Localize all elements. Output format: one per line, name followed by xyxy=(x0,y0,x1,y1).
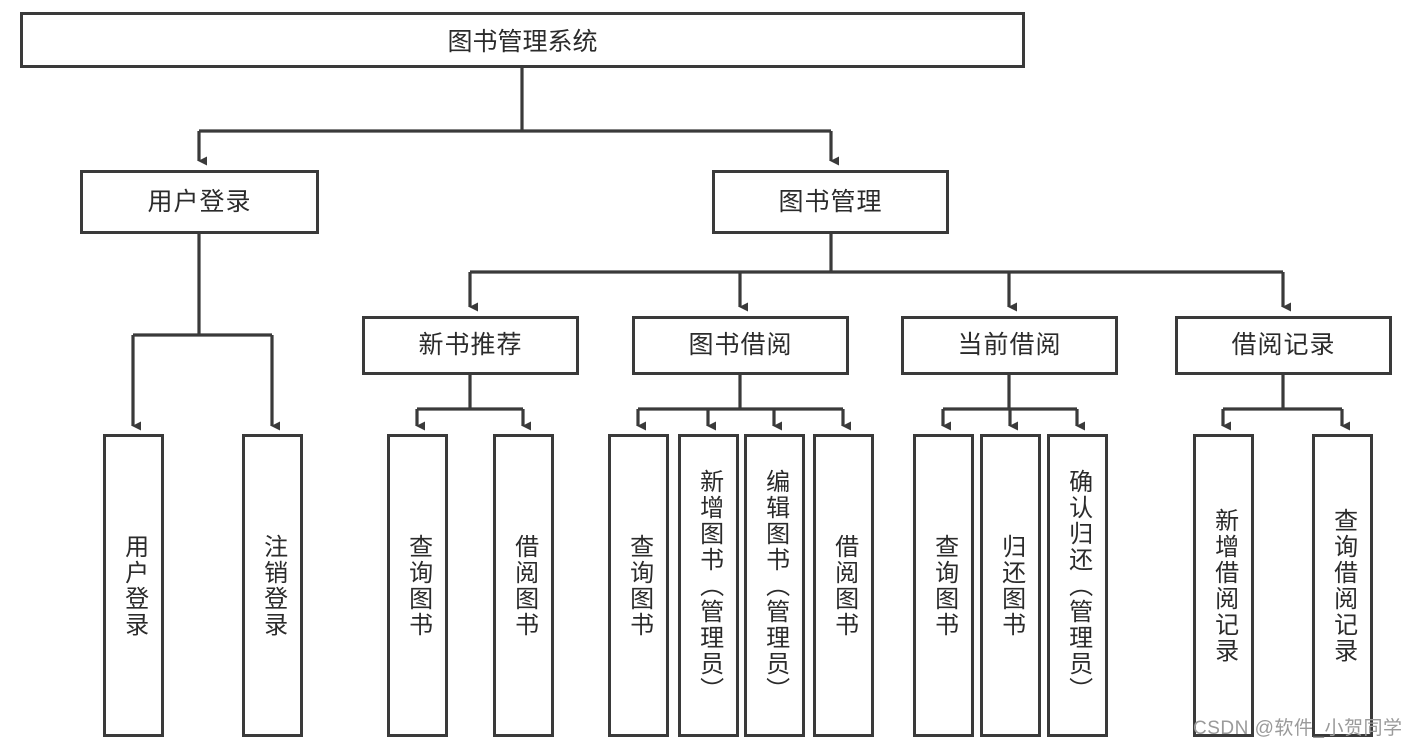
leaf-record-query-record[interactable]: 查询借阅记录 xyxy=(1312,434,1373,737)
leaf-borrow-borrow-book[interactable]: 借阅图书 xyxy=(813,434,874,737)
csdn-watermark: CSDN @软件_小贺同学 xyxy=(1193,718,1403,739)
node-book-borrow[interactable]: 图书借阅 xyxy=(632,316,849,375)
leaf-borrow-edit-book-admin[interactable]: 编辑图书（管理员） xyxy=(744,434,805,737)
leaf-user-login-login[interactable]: 用户登录 xyxy=(103,434,164,737)
node-label: 当前借阅 xyxy=(957,331,1062,360)
node-label: 确认归还（管理员） xyxy=(1064,468,1092,703)
node-label: 借阅记录 xyxy=(1231,331,1336,360)
node-label: 借阅图书 xyxy=(830,533,858,638)
leaf-recommend-borrow-book[interactable]: 借阅图书 xyxy=(493,434,554,737)
node-label: 借阅图书 xyxy=(510,533,538,638)
node-user-login[interactable]: 用户登录 xyxy=(80,170,319,234)
leaf-record-add-record[interactable]: 新增借阅记录 xyxy=(1193,434,1254,737)
node-new-book-recommend[interactable]: 新书推荐 xyxy=(362,316,579,375)
node-label: 用户登录 xyxy=(120,533,148,638)
leaf-current-return-book[interactable]: 归还图书 xyxy=(980,434,1041,737)
node-label: 归还图书 xyxy=(997,533,1025,638)
node-label: 图书管理 xyxy=(778,187,883,216)
node-label: 查询图书 xyxy=(404,533,432,638)
node-label: 新增借阅记录 xyxy=(1210,507,1238,664)
node-borrow-record[interactable]: 借阅记录 xyxy=(1175,316,1392,375)
node-label: 查询图书 xyxy=(930,533,958,638)
node-label: 注销登录 xyxy=(259,533,287,638)
node-root-system[interactable]: 图书管理系统 xyxy=(20,12,1025,68)
node-current-borrow[interactable]: 当前借阅 xyxy=(901,316,1118,375)
node-label: 图书管理系统 xyxy=(447,28,598,56)
leaf-user-login-logout[interactable]: 注销登录 xyxy=(242,434,303,737)
node-label: 查询借阅记录 xyxy=(1329,507,1357,664)
leaf-recommend-query-book[interactable]: 查询图书 xyxy=(387,434,448,737)
node-label: 新增图书（管理员） xyxy=(695,468,723,703)
node-label: 查询图书 xyxy=(625,533,653,638)
leaf-borrow-add-book-admin[interactable]: 新增图书（管理员） xyxy=(678,434,739,737)
node-label: 编辑图书（管理员） xyxy=(761,468,789,703)
node-label: 用户登录 xyxy=(147,187,252,216)
leaf-current-query-book[interactable]: 查询图书 xyxy=(913,434,974,737)
node-label: 新书推荐 xyxy=(418,331,523,360)
leaf-current-confirm-return-admin[interactable]: 确认归还（管理员） xyxy=(1047,434,1108,737)
node-label: 图书借阅 xyxy=(688,331,793,360)
node-book-management[interactable]: 图书管理 xyxy=(712,170,949,234)
leaf-borrow-query-book[interactable]: 查询图书 xyxy=(608,434,669,737)
